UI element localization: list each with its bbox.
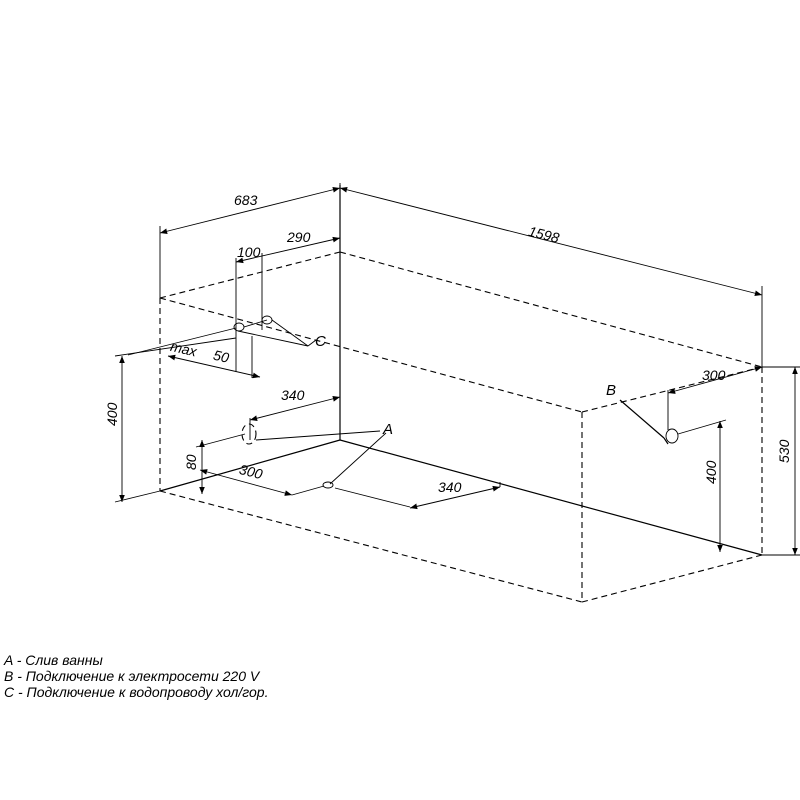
dim-683-label: 683: [234, 192, 258, 208]
drain-outlet-icon: [241, 423, 257, 445]
socket-icon: [665, 428, 679, 444]
drain-floor-icon: [322, 481, 334, 489]
dim-400-left-label: 400: [104, 402, 120, 426]
dim-1598: 1598: [339, 186, 763, 367]
dim-400-right: 400: [677, 419, 727, 552]
legend-item-b: B - Подключение к электросети 220 V: [4, 668, 260, 684]
dim-max-50: max 50: [127, 327, 261, 379]
dim-1598-label: 1598: [527, 223, 561, 246]
dim-300-floor-label: 300: [238, 461, 265, 482]
dim-300-right: 300: [667, 366, 763, 430]
dim-300-right-label: 300: [702, 367, 726, 383]
dim-floor-300-340: 300 340: [199, 461, 501, 510]
dim-50-label: 50: [212, 347, 231, 366]
max-label: max: [169, 338, 199, 360]
callout-b: B: [606, 382, 616, 399]
dim-340-top: 340: [249, 387, 341, 440]
drain-callout-a: A: [255, 421, 393, 489]
dim-530: 530: [762, 366, 800, 556]
dim-400-left: 400: [104, 337, 237, 503]
water-connection-c: C: [233, 315, 326, 350]
pipe-hot-icon: [233, 322, 245, 332]
dim-80-label: 80: [183, 454, 199, 470]
legend-item-c: C - Подключение к водопроводу хол/гор.: [4, 684, 269, 700]
callout-a: A: [382, 421, 393, 438]
legend: A - Слив ванны B - Подключение к электро…: [4, 652, 268, 700]
dim-400-right-label: 400: [703, 460, 719, 484]
drain-pipe-left: 80: [183, 423, 257, 494]
dim-290-100: 290 100: [235, 229, 341, 372]
legend-item-a: A - Слив ванны: [4, 652, 103, 668]
dim-340-top-label: 340: [281, 387, 305, 403]
dim-340-floor-label: 340: [438, 479, 462, 495]
dim-683: 683: [159, 183, 341, 298]
dim-530-label: 530: [776, 439, 792, 463]
dim-100-label: 100: [237, 244, 261, 260]
electrical-connection-b: B: [606, 382, 679, 445]
dim-290-label: 290: [286, 229, 311, 245]
callout-c: C: [315, 333, 326, 350]
